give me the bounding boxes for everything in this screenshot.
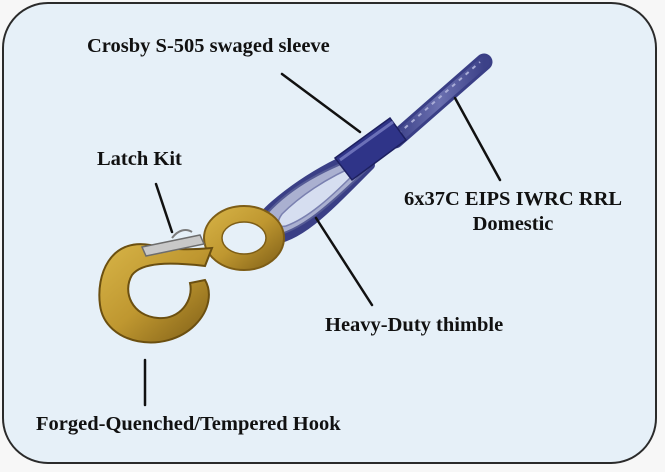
label-wire-rope-line1: 6x37C EIPS IWRC RRL	[382, 187, 644, 212]
leader-rope	[455, 98, 500, 180]
label-wire-rope-line2: Domestic	[382, 212, 644, 237]
leader-thimble	[316, 218, 372, 305]
label-swaged-sleeve: Crosby S-505 swaged sleeve	[87, 34, 330, 59]
hook-eye	[204, 206, 284, 270]
leader-latch	[156, 184, 172, 232]
label-hook: Forged-Quenched/Tempered Hook	[36, 412, 341, 437]
hook-body	[99, 244, 212, 342]
label-thimble: Heavy-Duty thimble	[325, 313, 503, 338]
label-latch-kit: Latch Kit	[97, 147, 182, 172]
label-wire-rope: 6x37C EIPS IWRC RRL Domestic	[382, 187, 644, 237]
leader-sleeve	[282, 74, 360, 132]
